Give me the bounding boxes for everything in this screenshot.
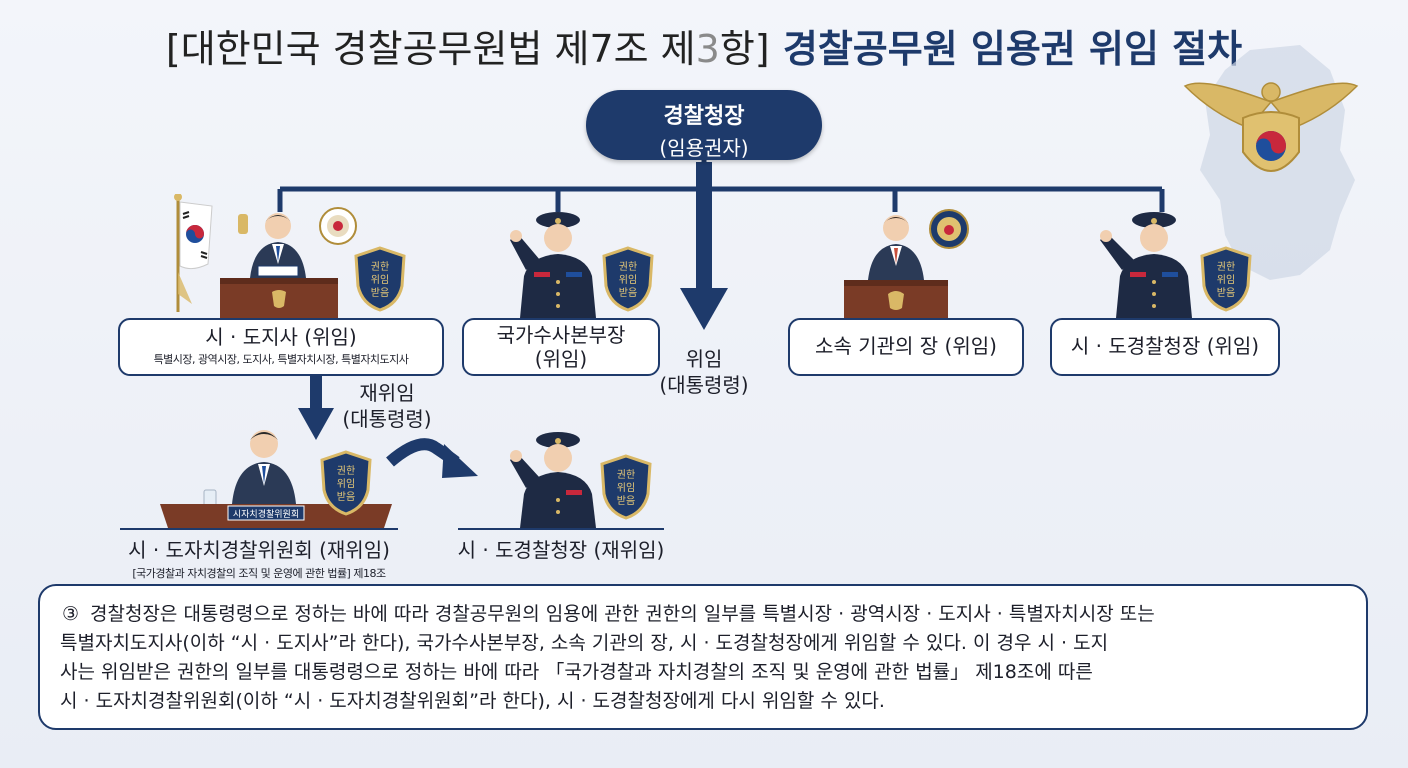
police-redelegated-label: 시 · 도경찰청장 (재위임) [457,538,665,562]
provincial-police-label: 시 · 도경찰청장 (위임) [1070,334,1260,358]
commissioner-title: 경찰청장 [663,104,745,129]
police-label-group: 시 · 도경찰청장 (재위임) [446,534,676,563]
committee-sublabel: [국가경찰과 자치경찰의 조직 및 운영에 관한 법률] 제18조 [132,567,386,580]
law-text-line-4: 시 · 도자치경찰위원회(이하 “시 · 도자치경찰위원회”라 한다), 시 ·… [60,690,885,712]
svg-text:위임: 위임 [371,273,389,286]
agency-box: 소속 기관의 장 (위임) [788,318,1024,376]
delegation-shield-icon: 권한 위임 받음 [354,246,406,312]
svg-text:권한: 권한 [1217,261,1235,273]
nbi-role: (위임) [534,347,588,371]
delegation-shield-icon: 권한 위임 받음 [602,246,654,312]
svg-text:위임: 위임 [1217,273,1235,286]
svg-text:권한: 권한 [371,261,389,273]
svg-text:권한: 권한 [337,465,355,477]
delegation-shield-icon: 권한 위임 받음 [1200,246,1252,312]
committee-underline [120,528,398,530]
committee-label: 시 · 도자치경찰위원회 (재위임) [128,538,390,562]
nbi-box: 국가수사본부장 (위임) [462,318,660,376]
police-emblem-icon [1183,82,1359,172]
nameplate-text: 시자치경찰위원회 [233,508,299,520]
svg-text:받음: 받음 [619,287,637,299]
delegation-shield-icon: 권한 위임 받음 [600,454,652,520]
svg-text:위임: 위임 [617,481,635,494]
svg-text:권한: 권한 [619,261,637,273]
saluting-officer-icon [510,212,596,318]
law-text-line-1: 경찰청장은 대통령령으로 정하는 바에 따라 경찰공무원의 임용에 관한 권한의… [90,603,1155,625]
agency-head-icon [844,215,948,320]
page-title: [대한민국 경찰공무원법 제7조 제3항] 경찰공무원 임용권 위임 절차 [165,27,1243,71]
governor-label: 시 · 도지사 (위임) [205,325,357,349]
saluting-officer-icon [510,432,596,528]
delegation-shield-icon: 권한 위임 받음 [320,450,372,516]
svg-text:받음: 받음 [617,495,635,507]
svg-text:위임: 위임 [619,273,637,286]
delegation-label: 위임 (대통령령) [659,347,749,397]
committee-label-group: 시 · 도자치경찰위원회 (재위임) [국가경찰과 자치경찰의 조직 및 운영에… [98,534,420,581]
commissioner-box: 경찰청장 (임용권자) [586,90,822,160]
svg-text:위임: 위임 [337,477,355,490]
police-underline [458,528,664,530]
police-seal-icon [929,209,969,249]
agency-label: 소속 기관의 장 (위임) [815,334,997,358]
governor-box: 시 · 도지사 (위임) 특별시장, 광역시장, 도지사, 특별자치시장, 특별… [118,318,444,376]
saluting-officer-icon [1100,212,1192,318]
governor-sublabel: 특별시장, 광역시장, 도지사, 특별자치시장, 특별자치도지사 [153,353,409,366]
government-seal-icon [319,207,357,245]
law-text-line-3: 사는 위임받은 권한의 일부를 대통령령으로 정하는 바에 따라 「국가경찰과 … [60,661,1093,683]
svg-text:받음: 받음 [371,287,389,299]
nbi-label: 국가수사본부장 [496,323,626,347]
commissioner-role: (임용권자) [659,136,749,160]
paragraph-number: ③ [62,603,80,625]
svg-text:받음: 받음 [1217,287,1235,299]
svg-text:권한: 권한 [617,469,635,481]
law-text-line-2: 특별자치도지사(이하 “시 · 도지사”라 한다), 국가수사본부장, 소속 기… [60,632,1109,654]
korean-flag-icon [174,194,213,312]
svg-text:받음: 받음 [337,491,355,503]
law-text-box: ③ 경찰청장은 대통령령으로 정하는 바에 따라 경찰공무원의 임용에 관한 권… [38,584,1368,730]
provincial-police-box: 시 · 도경찰청장 (위임) [1050,318,1280,376]
committee-official-icon: 시자치경찰위원회 [160,430,392,528]
redelegation-label: 재위임 (대통령령) [342,381,432,431]
governor-official-icon [220,213,338,320]
